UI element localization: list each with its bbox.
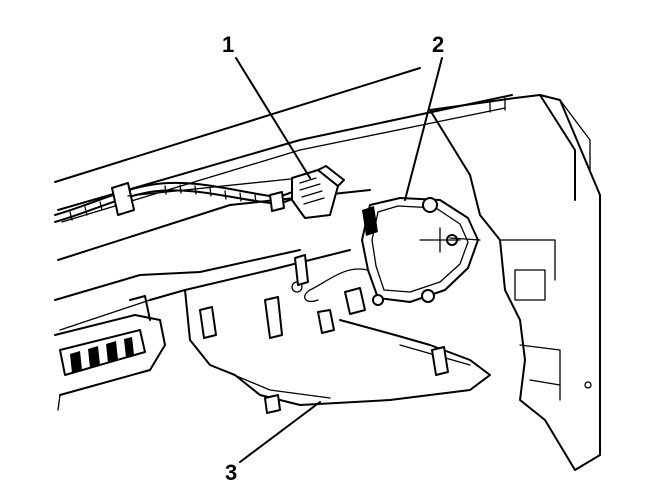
mode-door-actuator <box>291 197 481 306</box>
wiring-harness <box>54 177 306 223</box>
callout-1: 1 <box>222 32 234 57</box>
callout-3: 3 <box>225 460 237 485</box>
electrical-connector <box>291 165 345 219</box>
hvac-case <box>429 94 601 471</box>
callout-2: 2 <box>432 32 444 57</box>
heater-duct <box>149 249 491 406</box>
leader-lines <box>235 57 443 463</box>
retaining-clips <box>199 254 449 414</box>
vent-outlet <box>54 295 166 411</box>
